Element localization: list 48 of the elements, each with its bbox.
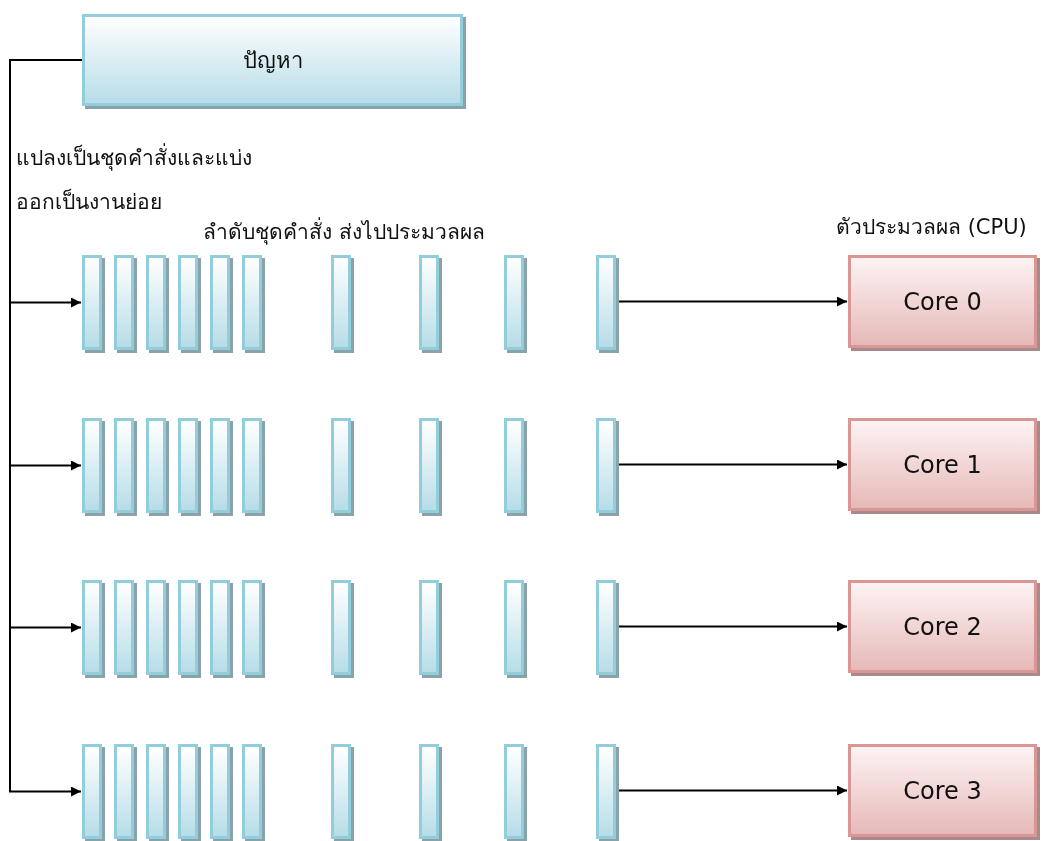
instruction-bar bbox=[82, 255, 102, 350]
instruction-bar bbox=[210, 418, 230, 513]
instruction-bar bbox=[82, 744, 102, 839]
instruction-bar bbox=[242, 580, 262, 675]
instruction-bar bbox=[82, 418, 102, 513]
core-box: Core 2 bbox=[848, 580, 1037, 673]
instruction-bar bbox=[419, 744, 439, 839]
instruction-bar bbox=[419, 418, 439, 513]
instruction-bar bbox=[504, 744, 524, 839]
instruction-bar bbox=[178, 744, 198, 839]
instruction-bar bbox=[242, 744, 262, 839]
annotation-text: ลำดับชุดคำสั่ง ส่งไปประมวลผล bbox=[203, 210, 523, 254]
instruction-bar bbox=[114, 580, 134, 675]
instruction-bar bbox=[596, 255, 616, 350]
instruction-bar bbox=[114, 418, 134, 513]
instruction-bar bbox=[504, 255, 524, 350]
instruction-bar bbox=[596, 418, 616, 513]
instruction-bar bbox=[596, 580, 616, 675]
column-heading: ตัวประมวลผล (CPU) bbox=[836, 214, 1028, 241]
core-box: Core 3 bbox=[848, 744, 1037, 837]
instruction-bar bbox=[331, 418, 351, 513]
instruction-bar bbox=[331, 580, 351, 675]
instruction-bar bbox=[114, 255, 134, 350]
instruction-bar bbox=[114, 744, 134, 839]
problem-box: ปัญหา bbox=[82, 14, 463, 106]
instruction-bar bbox=[242, 418, 262, 513]
instruction-bar bbox=[596, 744, 616, 839]
arrow bbox=[9, 59, 83, 797]
instruction-bar bbox=[419, 580, 439, 675]
instruction-bar bbox=[178, 580, 198, 675]
instruction-bar bbox=[146, 418, 166, 513]
core-box: Core 1 bbox=[848, 418, 1037, 511]
instruction-bar bbox=[146, 255, 166, 350]
instruction-bar bbox=[419, 255, 439, 350]
instruction-bar bbox=[146, 580, 166, 675]
instruction-bar bbox=[331, 744, 351, 839]
instruction-bar bbox=[146, 744, 166, 839]
instruction-bar bbox=[504, 418, 524, 513]
instruction-bar bbox=[331, 255, 351, 350]
core-box: Core 0 bbox=[848, 255, 1037, 348]
instruction-bar bbox=[82, 580, 102, 675]
instruction-bar bbox=[210, 744, 230, 839]
instruction-bar bbox=[210, 580, 230, 675]
instruction-bar bbox=[178, 418, 198, 513]
instruction-bar bbox=[504, 580, 524, 675]
instruction-bar bbox=[178, 255, 198, 350]
instruction-bar bbox=[210, 255, 230, 350]
instruction-bar bbox=[242, 255, 262, 350]
